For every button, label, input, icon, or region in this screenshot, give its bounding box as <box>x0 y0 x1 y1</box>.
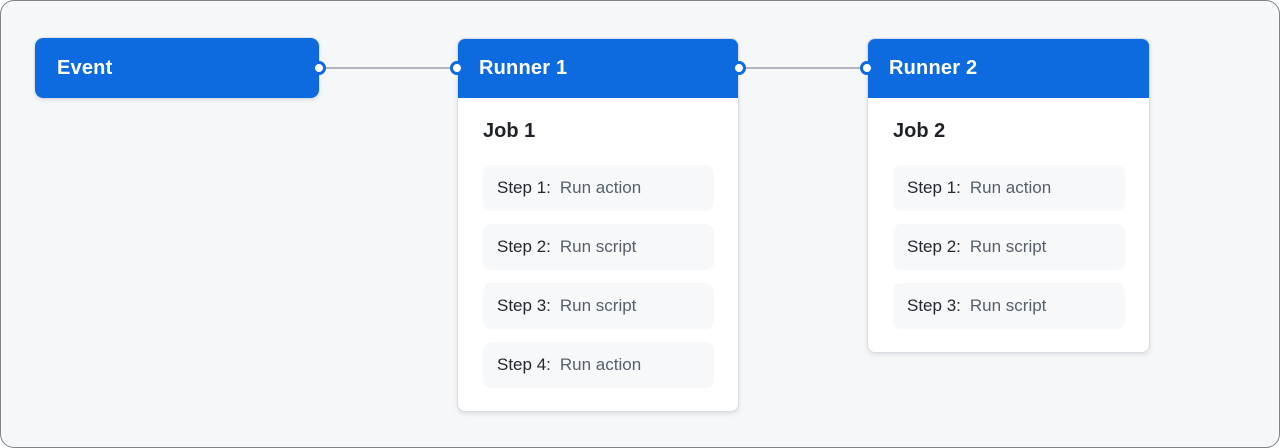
job1-title: Job 1 <box>483 120 536 142</box>
step-label: Step 2: <box>907 237 961 256</box>
step-item: Step 1: Run action <box>893 165 1125 211</box>
step-item: Step 2: Run script <box>483 224 714 270</box>
runner2-header: Runner 2 <box>868 39 1149 98</box>
step-item: Step 4: Run action <box>483 342 714 388</box>
runner1-title: Runner 1 <box>479 56 568 79</box>
step-label: Step 3: <box>907 296 961 315</box>
runner2-title: Runner 2 <box>889 56 978 79</box>
step-item: Step 1: Run action <box>483 165 714 211</box>
step-item: Step 3: Run script <box>483 283 714 329</box>
runner1-body: Job 1 Step 1: Run action Step 2: Run scr… <box>458 98 738 411</box>
event-node-header: Event <box>35 38 319 98</box>
step-label: Step 1: <box>907 178 961 197</box>
event-node-title: Event <box>57 56 113 79</box>
runner2-card: Runner 2 Job 2 Step 1: Run action Step 2… <box>867 38 1150 353</box>
step-label: Step 1: <box>497 178 551 197</box>
step-action: Run action <box>559 355 642 374</box>
step-action: Run action <box>969 178 1052 197</box>
step-item: Step 3: Run script <box>893 283 1125 329</box>
runner2-body: Job 2 Step 1: Run action Step 2: Run scr… <box>868 98 1149 352</box>
step-label: Step 4: <box>497 355 551 374</box>
step-action: Run script <box>969 237 1047 256</box>
runner1-card: Runner 1 Job 1 Step 1: Run action Step 2… <box>457 38 739 412</box>
connection-dot <box>732 61 746 75</box>
step-action: Run script <box>559 296 637 315</box>
connection-dot <box>312 61 326 75</box>
runner1-header: Runner 1 <box>458 39 738 98</box>
connection-dot <box>450 61 464 75</box>
step-action: Run action <box>559 178 642 197</box>
step-label: Step 2: <box>497 237 551 256</box>
step-item: Step 2: Run script <box>893 224 1125 270</box>
connector-event-runner1 <box>319 66 457 70</box>
step-label: Step 3: <box>497 296 551 315</box>
connection-dot <box>860 61 874 75</box>
step-action: Run script <box>969 296 1047 315</box>
step-action: Run script <box>559 237 637 256</box>
connector-runner1-runner2 <box>739 66 867 70</box>
event-node: Event <box>35 38 319 98</box>
job2-title: Job 2 <box>893 120 946 142</box>
